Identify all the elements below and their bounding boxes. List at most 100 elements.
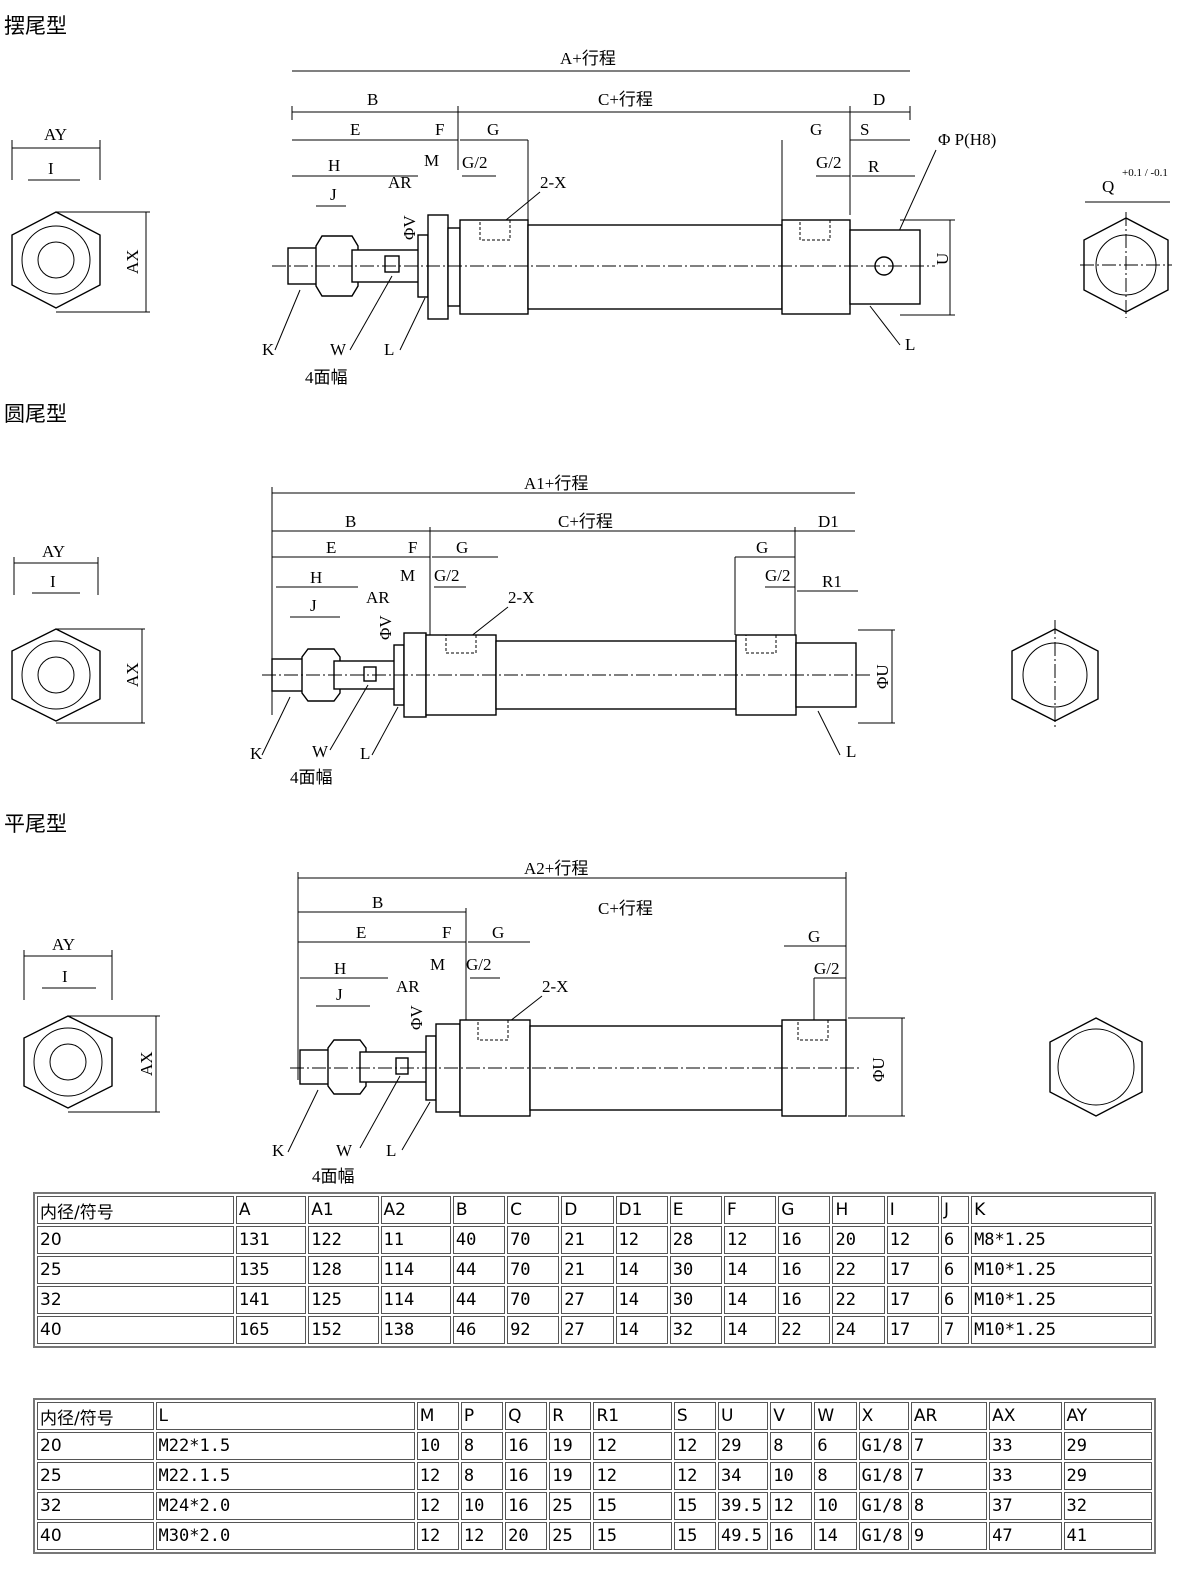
header-cell: AR — [910, 1402, 988, 1430]
header-cell: AX — [989, 1402, 1062, 1430]
table-cell: 17 — [886, 1316, 939, 1344]
table-cell: 40 — [37, 1316, 234, 1344]
dim-g-left: G — [456, 538, 468, 557]
dim-b: B — [345, 512, 356, 531]
table-cell: M24*2.0 — [155, 1492, 415, 1520]
dim-e: E — [356, 923, 366, 942]
table-cell: 7 — [910, 1432, 988, 1460]
table-cell: 12 — [673, 1432, 717, 1460]
dim-d: D — [873, 90, 885, 109]
table-cell: 20 — [37, 1226, 234, 1254]
table-cell: 14 — [615, 1286, 668, 1314]
label-l-right: L — [905, 335, 915, 354]
table-cell: 32 — [37, 1492, 154, 1520]
header-cell: L — [155, 1402, 415, 1430]
table-cell: 20 — [37, 1432, 154, 1460]
table-cell: 15 — [673, 1492, 717, 1520]
table-cell: 15 — [593, 1522, 672, 1550]
dim-ar: AR — [366, 588, 390, 607]
header-cell: B — [452, 1196, 506, 1224]
table-cell: 22 — [832, 1286, 885, 1314]
table-cell: 47 — [989, 1522, 1062, 1550]
table-cell: M8*1.25 — [971, 1226, 1152, 1254]
table-cell: 25 — [549, 1522, 592, 1550]
dim-g-right: G — [756, 538, 768, 557]
label-l: L — [386, 1141, 396, 1160]
table-cell: 138 — [380, 1316, 451, 1344]
table-cell: 6 — [940, 1286, 970, 1314]
table-cell: 16 — [778, 1256, 831, 1284]
dim-x: 2-X — [542, 977, 568, 996]
table-cell: 8 — [814, 1462, 857, 1490]
table-cell: 25 — [37, 1256, 234, 1284]
table-cell: 6 — [940, 1226, 970, 1254]
left-view-ax: AX — [137, 1051, 156, 1076]
table-cell: 20 — [832, 1226, 885, 1254]
header-cell: C — [507, 1196, 560, 1224]
dim-c: C+行程 — [598, 899, 653, 918]
dim-e: E — [326, 538, 336, 557]
dim-f: F — [435, 120, 444, 139]
section-label-swing: 摆尾型 — [4, 14, 67, 38]
dim-f: F — [442, 923, 451, 942]
table-cell: 16 — [505, 1432, 548, 1460]
table-cell: 122 — [308, 1226, 379, 1254]
table-cell: 12 — [416, 1492, 459, 1520]
dim-x: 2-X — [540, 173, 566, 192]
header-cell: M — [416, 1402, 459, 1430]
header-cell: I — [886, 1196, 939, 1224]
dim-h: H — [334, 959, 346, 978]
table-cell: M30*2.0 — [155, 1522, 415, 1550]
table-cell: 9 — [910, 1522, 988, 1550]
table-cell: 14 — [814, 1522, 857, 1550]
table-cell: G1/8 — [858, 1462, 909, 1490]
table-cell: 12 — [886, 1226, 939, 1254]
table-cell: 41 — [1063, 1522, 1152, 1550]
dim-m: M — [400, 566, 415, 585]
header-cell: S — [673, 1402, 717, 1430]
header-cell: 内径/符号 — [37, 1196, 234, 1224]
table-cell: 17 — [886, 1286, 939, 1314]
table-cell: G1/8 — [858, 1432, 909, 1460]
table-cell: 32 — [37, 1286, 234, 1314]
table-cell: 16 — [778, 1226, 831, 1254]
table-cell: 6 — [940, 1256, 970, 1284]
dim-g2-right: G/2 — [765, 566, 791, 585]
table-cell: 25 — [37, 1462, 154, 1490]
header-cell: V — [770, 1402, 813, 1430]
table-cell: 10 — [416, 1432, 459, 1460]
table-cell: 12 — [615, 1226, 668, 1254]
table-cell: M22*1.5 — [155, 1432, 415, 1460]
label-w4: 4面幅 — [312, 1167, 355, 1186]
table-cell: 19 — [549, 1432, 592, 1460]
table-cell: 15 — [673, 1522, 717, 1550]
dim-m: M — [424, 151, 439, 170]
dim-b: B — [367, 90, 378, 109]
table-cell: 10 — [814, 1492, 857, 1520]
table-cell: 17 — [886, 1256, 939, 1284]
table-cell: 34 — [718, 1462, 769, 1490]
left-view-ax: AX — [123, 662, 142, 687]
header-cell: A1 — [308, 1196, 379, 1224]
table-cell: 12 — [593, 1462, 672, 1490]
header-cell: E — [669, 1196, 722, 1224]
dim-e: E — [350, 120, 360, 139]
table-cell: 16 — [505, 1462, 548, 1490]
table-cell: 70 — [507, 1256, 560, 1284]
table-cell: 141 — [235, 1286, 307, 1314]
table-cell: 7 — [910, 1462, 988, 1490]
dim-j: J — [310, 596, 317, 615]
dim-r: R — [868, 157, 880, 176]
table-cell: 12 — [724, 1226, 777, 1254]
table-cell: 32 — [669, 1316, 722, 1344]
dim-g-right: G — [810, 120, 822, 139]
label-w: W — [336, 1141, 353, 1160]
